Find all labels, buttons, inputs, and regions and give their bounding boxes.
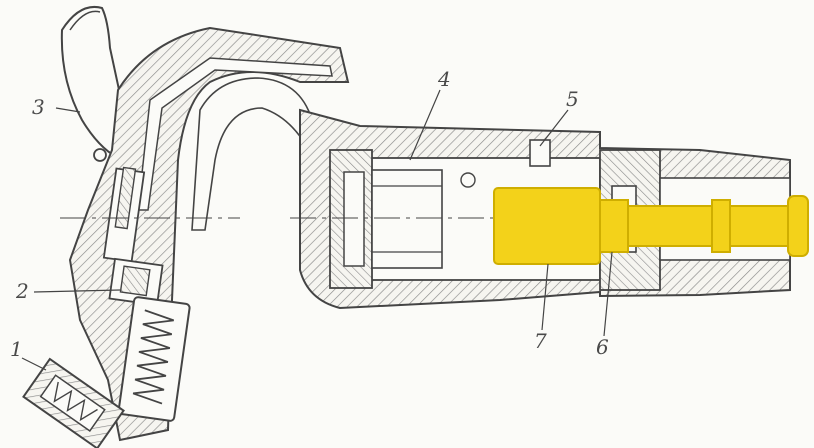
label-1: 1 <box>10 337 23 361</box>
label-7: 7 <box>534 329 547 353</box>
chisel-tip <box>787 195 809 257</box>
label-4: 4 <box>437 67 451 91</box>
leader-lines <box>21 89 613 371</box>
handle-assembly <box>22 6 350 448</box>
leader-6 <box>603 251 613 337</box>
leader-7 <box>541 263 549 331</box>
valve-stem <box>114 166 137 230</box>
leader-3 <box>55 107 81 113</box>
sleeve <box>371 169 443 269</box>
port-5 <box>529 139 551 167</box>
valve-spring <box>132 309 175 405</box>
barrel-assembly <box>60 108 800 310</box>
label-5: 5 <box>566 87 579 111</box>
leader-2 <box>33 289 121 293</box>
trigger-lever-hook <box>69 10 101 31</box>
rear-cap-inner <box>343 171 365 267</box>
chisel-shank <box>627 205 789 247</box>
leader-1 <box>21 357 47 371</box>
port-ball <box>460 172 476 188</box>
valve-plug <box>119 265 151 297</box>
leader-5 <box>539 109 569 147</box>
handle-air-channel <box>137 57 333 211</box>
label-2: 2 <box>15 279 29 303</box>
trigger-pivot <box>93 148 107 162</box>
label-6: 6 <box>596 335 609 359</box>
part-labels: 1 2 3 4 5 6 7 <box>10 67 609 361</box>
hose-fitting <box>22 357 125 448</box>
striker-collar <box>599 199 629 253</box>
leader-4 <box>409 89 441 161</box>
highlighted-striker <box>493 187 809 265</box>
spring-housing <box>117 296 191 422</box>
label-3: 3 <box>32 95 45 119</box>
chisel-collar <box>711 199 731 253</box>
striker-piston <box>493 187 601 265</box>
